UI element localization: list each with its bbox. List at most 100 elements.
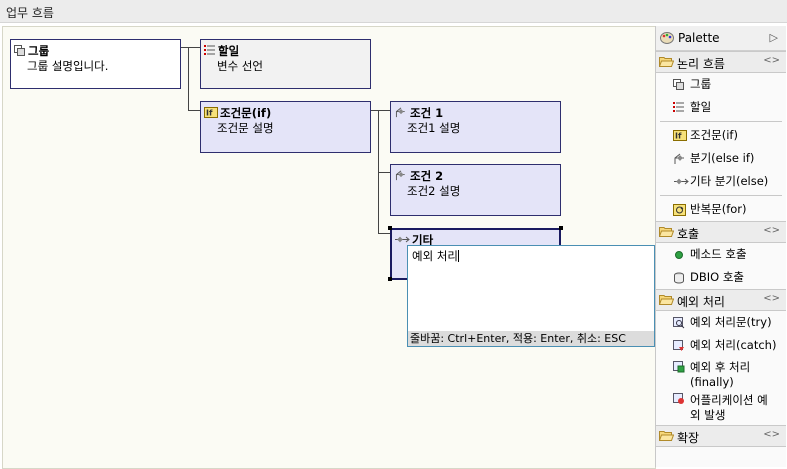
branch-icon bbox=[395, 107, 405, 118]
inline-edit-box[interactable]: 예외 처리 줄바꿈: Ctrl+Enter, 적용: Enter, 취소: ES… bbox=[407, 245, 655, 347]
inline-edit-value-row: 예외 처리 bbox=[412, 248, 459, 264]
palette-item-label: 메소드 호출 bbox=[690, 247, 747, 261]
palette-item-else[interactable]: 기타 분기(else) bbox=[656, 170, 786, 193]
selection-handle[interactable] bbox=[388, 226, 392, 230]
connector bbox=[378, 233, 391, 234]
if-node-header: If 조건문(if) bbox=[204, 105, 271, 121]
loop-icon bbox=[673, 204, 686, 216]
inline-edit-hint: 줄바꿈: Ctrl+Enter, 적용: Enter, 취소: ESC bbox=[408, 331, 654, 346]
palette-item-catch[interactable]: 예외 처리(catch) bbox=[656, 334, 786, 357]
connector bbox=[378, 110, 379, 233]
palette-item-label: 반복문(for) bbox=[690, 202, 747, 216]
drawer-label: 예외 처리 bbox=[677, 295, 725, 309]
drawer-extension[interactable]: 확장 <> bbox=[656, 425, 786, 447]
assign-node[interactable]: 할일 변수 선언 bbox=[200, 39, 371, 89]
finally-icon bbox=[673, 361, 685, 373]
drawer-logic-flow[interactable]: 논리 흐름 <> bbox=[656, 51, 786, 73]
folder-open-icon bbox=[659, 295, 674, 305]
text-caret bbox=[457, 250, 459, 262]
group-icon bbox=[14, 45, 25, 56]
palette-item-task[interactable]: 할일 bbox=[656, 96, 786, 119]
condition-1-desc: 조건1 설명 bbox=[407, 121, 461, 135]
palette-item-else-if[interactable]: 분기(else if) bbox=[656, 147, 786, 170]
group-icon bbox=[673, 79, 684, 90]
divider bbox=[660, 195, 782, 196]
divider bbox=[660, 121, 782, 122]
connector bbox=[180, 47, 201, 48]
selection-handle[interactable] bbox=[388, 277, 392, 281]
palette-item-label: 어플리케이션 예 bbox=[690, 393, 768, 407]
drawer-exception[interactable]: 예외 처리 <> bbox=[656, 289, 786, 311]
drawer-pin-icon[interactable]: <> bbox=[763, 293, 780, 304]
if-node[interactable]: If 조건문(if) 조건문 설명 bbox=[200, 101, 371, 153]
condition-1-header: 조건 1 bbox=[394, 105, 443, 121]
condition-2-desc: 조건2 설명 bbox=[407, 184, 461, 198]
group-node-header: 그룹 bbox=[14, 43, 49, 59]
branch-icon bbox=[674, 153, 684, 164]
condition-2-header: 조건 2 bbox=[394, 168, 443, 184]
palette-item-group[interactable]: 그룹 bbox=[656, 73, 786, 96]
else-branch-icon bbox=[674, 178, 689, 185]
branch-icon bbox=[395, 170, 405, 181]
condition-1-title: 조건 1 bbox=[410, 106, 444, 120]
else-node-title: 기타 bbox=[412, 233, 434, 247]
editor-title: 업무 흐름 bbox=[6, 6, 54, 20]
palette-item-for[interactable]: 반복문(for) bbox=[656, 198, 786, 221]
palette-item-label: 예외 처리문(try) bbox=[690, 315, 772, 329]
drawer-pin-icon[interactable]: <> bbox=[763, 55, 780, 66]
palette-item-label: 예외 처리(catch) bbox=[690, 338, 777, 352]
group-node-title: 그룹 bbox=[28, 44, 50, 58]
palette-item-label: 그룹 bbox=[690, 77, 712, 91]
palette-icon bbox=[660, 32, 674, 44]
task-list-icon bbox=[673, 102, 684, 112]
assign-node-desc: 변수 선언 bbox=[217, 59, 263, 73]
drawer-call[interactable]: 호출 <> bbox=[656, 221, 786, 243]
palette-item-dbio-call[interactable]: DBIO 호출 bbox=[656, 266, 786, 289]
drawer-label: 확장 bbox=[677, 431, 700, 445]
drawer-pin-icon[interactable]: <> bbox=[763, 225, 780, 236]
group-node-desc: 그룹 설명입니다. bbox=[27, 59, 109, 73]
folder-open-icon bbox=[659, 431, 674, 441]
palette-item-label: 할일 bbox=[690, 100, 712, 114]
throw-icon bbox=[673, 393, 684, 404]
folder-open-icon bbox=[659, 57, 674, 67]
drawer-pin-icon[interactable]: <> bbox=[763, 429, 780, 440]
connector bbox=[188, 110, 201, 111]
if-icon: If bbox=[204, 107, 218, 118]
svg-text:If: If bbox=[675, 132, 682, 141]
selection-handle[interactable] bbox=[559, 226, 563, 230]
condition-1-node[interactable]: 조건 1 조건1 설명 bbox=[390, 101, 561, 153]
database-icon bbox=[674, 272, 684, 284]
connector bbox=[188, 47, 189, 110]
if-node-title: 조건문(if) bbox=[220, 106, 272, 120]
inline-edit-value: 예외 처리 bbox=[412, 249, 458, 263]
collapse-arrow-icon[interactable]: ▷ bbox=[769, 31, 778, 44]
palette-item-label: 예외 후 처리 bbox=[690, 360, 751, 374]
catch-icon bbox=[673, 340, 684, 351]
if-icon: If bbox=[673, 130, 687, 141]
condition-2-node[interactable]: 조건 2 조건2 설명 bbox=[390, 164, 561, 216]
palette-item-label: (finally) bbox=[690, 375, 734, 389]
palette-item-finally[interactable]: 예외 후 처리 (finally) bbox=[656, 357, 786, 389]
condition-2-title: 조건 2 bbox=[410, 169, 444, 183]
palette-item-if[interactable]: If 조건문(if) bbox=[656, 124, 786, 147]
connector bbox=[378, 172, 391, 173]
green-dot-icon bbox=[675, 251, 683, 259]
palette-item-throw[interactable]: 어플리케이션 예 외 발생 bbox=[656, 389, 786, 423]
palette-header[interactable]: Palette ▷ bbox=[656, 26, 786, 51]
editor-tab-bar: 업무 흐름 bbox=[0, 0, 787, 23]
task-list-icon bbox=[204, 45, 215, 55]
if-node-desc: 조건문 설명 bbox=[217, 121, 274, 135]
palette-item-label: 기타 분기(else) bbox=[690, 174, 769, 188]
palette-item-label: 조건문(if) bbox=[690, 128, 738, 142]
try-icon bbox=[673, 317, 685, 329]
palette-item-try[interactable]: 예외 처리문(try) bbox=[656, 311, 786, 334]
palette-item-method-call[interactable]: 메소드 호출 bbox=[656, 243, 786, 266]
else-branch-icon bbox=[395, 236, 410, 243]
group-node[interactable]: 그룹 그룹 설명입니다. bbox=[10, 39, 181, 89]
assign-node-header: 할일 bbox=[204, 43, 239, 59]
folder-open-icon bbox=[659, 227, 674, 237]
palette-item-label: 외 발생 bbox=[690, 408, 726, 422]
svg-text:If: If bbox=[206, 109, 213, 118]
palette-item-label: DBIO 호출 bbox=[690, 270, 745, 284]
